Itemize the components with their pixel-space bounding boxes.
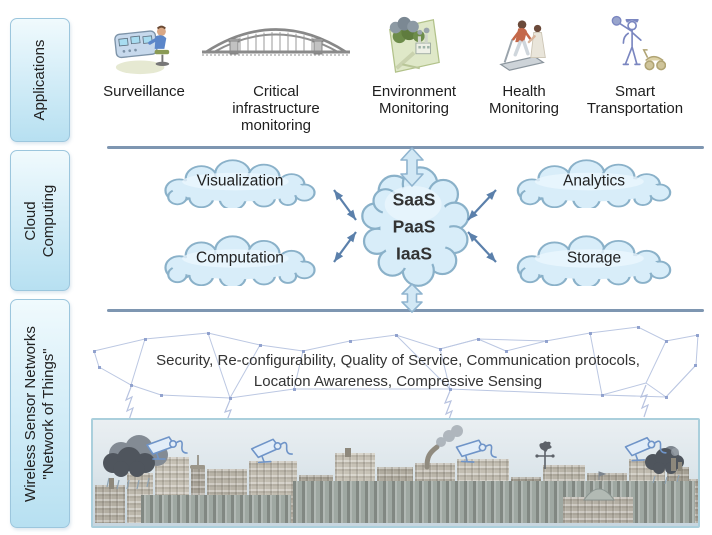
- divider-apps-cloud: [107, 146, 704, 149]
- layer-label-text: Wireless Sensor Networks: [22, 325, 39, 502]
- service-model-label: SaaS: [392, 189, 436, 210]
- surveillance-console-icon: [88, 10, 200, 80]
- layer-label-cloud-computing: Cloud Computing: [10, 150, 70, 291]
- layer-label-wireless-sensor-networks: Wireless Sensor Networks "Network of Thi…: [10, 299, 70, 528]
- wsn-caption-line: Location Awareness, Compressive Sensing: [253, 372, 543, 390]
- cloud-label: Visualization: [196, 172, 284, 190]
- layer-label-text: Cloud: [22, 200, 39, 241]
- service-model-label: PaaS: [392, 216, 436, 237]
- cloud-visualization: Visualization: [148, 158, 332, 208]
- app-label: Environment Monitoring: [371, 83, 457, 117]
- app-label: Surveillance: [103, 83, 185, 100]
- app-item-surveillance: Surveillance: [88, 10, 200, 100]
- cloud-storage: Storage: [500, 234, 688, 286]
- layer-label-applications: Applications: [10, 18, 70, 142]
- health-treadmill-icon: [469, 10, 579, 80]
- cloud-saas-paas-iaas: SaaS PaaS IaaS: [358, 164, 470, 290]
- app-label: Health Monitoring: [488, 83, 560, 117]
- city-dome-building: [563, 497, 633, 523]
- traffic-officer-scooter-icon: [577, 10, 693, 80]
- app-label: Smart Transportation: [586, 83, 684, 117]
- layer-label-text: "Network of Things": [40, 347, 57, 480]
- app-item-environment: Environment Monitoring: [359, 10, 469, 117]
- bridge-icon: [200, 10, 352, 80]
- layer-label-text: Applications: [31, 39, 48, 121]
- divider-cloud-wsn: [107, 309, 704, 312]
- city-wall: [141, 495, 291, 523]
- cloud-label: Computation: [196, 249, 284, 267]
- wsn-caption: Security, Re-configurability, Quality of…: [90, 351, 706, 392]
- layer-label-text: Computing: [40, 184, 57, 257]
- cloud-label: Storage: [566, 249, 622, 267]
- app-item-smart-transportation: Smart Transportation: [577, 10, 693, 117]
- cloud-computation: Computation: [148, 234, 332, 286]
- environment-icon: [359, 10, 469, 80]
- cloud-label: Analytics: [562, 172, 626, 190]
- wsn-caption-line: Security, Re-configurability, Quality of…: [156, 352, 640, 369]
- cloud-analytics: Analytics: [500, 158, 688, 208]
- app-item-health: Health Monitoring: [469, 10, 579, 117]
- service-model-label: IaaS: [396, 243, 432, 264]
- smart-city-image: [91, 418, 700, 528]
- city-wall: [293, 481, 695, 523]
- city-building: [95, 485, 125, 523]
- app-item-critical-infrastructure: Critical infrastructure monitoring: [200, 10, 352, 134]
- app-label: Critical infrastructure monitoring: [232, 83, 320, 134]
